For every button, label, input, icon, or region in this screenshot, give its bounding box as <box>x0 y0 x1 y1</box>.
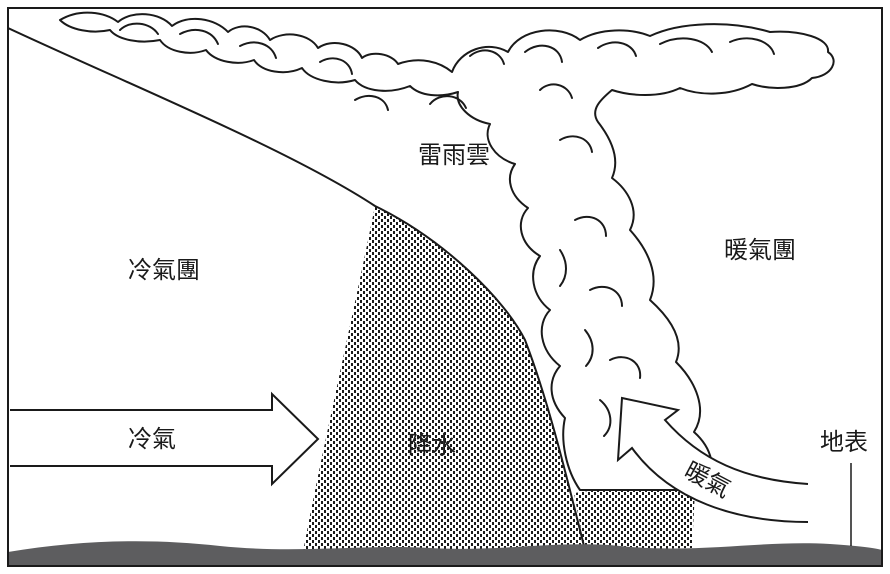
precipitation-patch <box>574 488 695 550</box>
warm-air-mass-label: 暖氣團 <box>724 236 796 264</box>
cold-air-label: 冷氣 <box>128 425 176 453</box>
precipitation-label: 降水 <box>408 431 456 459</box>
cold-air-arrow <box>10 391 320 487</box>
ground-surface <box>8 541 882 566</box>
cold-front-boundary <box>8 27 586 551</box>
cloud-billow-strokes <box>119 22 775 441</box>
cold-air-mass-label: 冷氣團 <box>128 256 200 284</box>
cumulonimbus-label: 雷雨雲 <box>418 141 490 169</box>
diagram-frame <box>7 7 883 567</box>
warm-air-arrow <box>616 396 809 523</box>
precipitation-shaft <box>303 206 585 552</box>
ground-surface-label: 地表 <box>820 428 868 456</box>
